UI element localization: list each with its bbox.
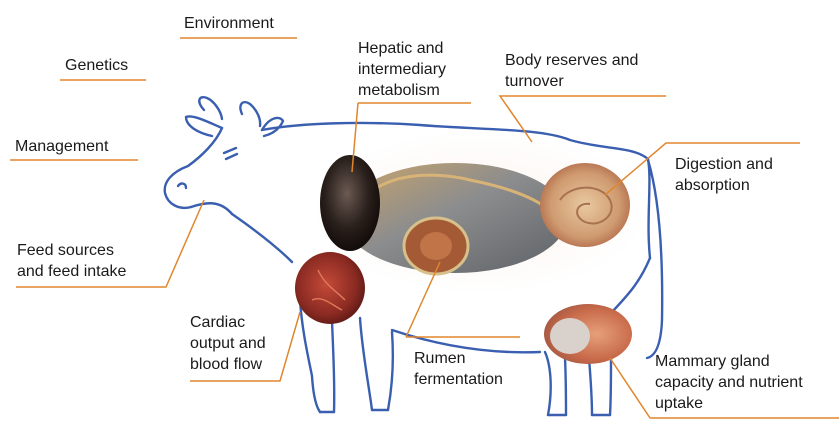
liver-organ <box>320 155 380 251</box>
label-body-reserves: Body reserves and turnover <box>505 50 638 92</box>
label-genetics: Genetics <box>65 55 128 76</box>
label-environment: Environment <box>184 13 274 34</box>
label-rumen-fermentation: Rumen fermentation <box>414 348 503 390</box>
label-cardiac-output: Cardiac output and blood flow <box>190 312 266 375</box>
label-digestion-absorption: Digestion and absorption <box>675 154 773 196</box>
label-feed-intake: Feed sources and feed intake <box>17 240 126 282</box>
heart-organ <box>295 252 365 324</box>
organ-cutaway <box>295 130 648 364</box>
label-mammary-gland: Mammary gland capacity and nutrient upta… <box>655 351 803 414</box>
label-management: Management <box>15 136 108 157</box>
intestine-organ <box>540 163 630 247</box>
label-hepatic-metabolism: Hepatic and intermediary metabolism <box>358 38 446 101</box>
